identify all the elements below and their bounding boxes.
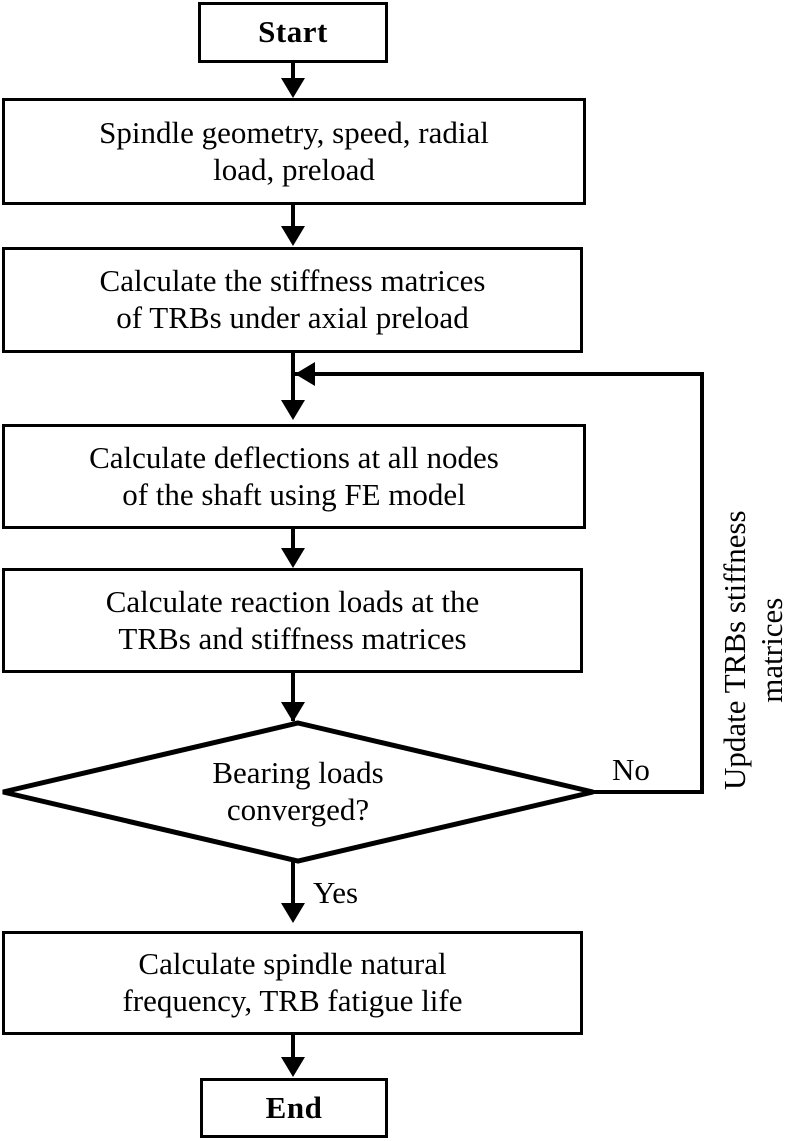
node-end: End [200,1078,388,1138]
node-result-line2: frequency, TRB fatigue life [122,983,463,1018]
connector-result-to-end [291,1035,295,1065]
node-reaction-loads-line1: Calculate reaction loads at the [105,583,480,619]
node-start-label: Start [258,14,328,50]
node-stiffness-matrices-text: Calculate the stiffness matrices of TRBs… [5,263,580,336]
arrowhead-deflections-to-reaction [281,548,305,568]
connector-no-branch-vertical [700,372,704,792]
node-inputs-line2: load, preload [213,151,375,187]
connector-yes-branch [291,860,295,912]
node-decision-line1: Bearing loads [212,755,384,791]
node-stiffness-matrices: Calculate the stiffness matrices of TRBs… [2,247,583,353]
node-stiffness-matrices-line1: Calculate the stiffness matrices [99,263,486,299]
node-decision-label: Bearing loads converged? [0,720,596,864]
arrowhead-start-to-inputs [281,78,305,98]
node-inputs-line1: Spindle geometry, speed, radial [99,114,489,150]
node-result-text: Calculate spindle natural frequency, TRB… [5,946,580,1019]
node-deflections-line1: Calculate deflections at all nodes [89,439,499,475]
arrowhead-yes-to-result [281,903,305,923]
arrowhead-inputs-to-stiffness [281,226,305,246]
node-start: Start [198,2,388,63]
node-end-label: End [265,1089,323,1125]
node-reaction-loads: Calculate reaction loads at the TRBs and… [2,568,583,673]
edge-label-update-line2: matrices [754,597,790,703]
connector-stiffness-to-deflections [291,353,295,410]
decision-diamond-shape [2,720,594,864]
arrowhead-reaction-to-decision [281,702,305,722]
node-deflections: Calculate deflections at all nodes of th… [2,424,586,529]
node-inputs-text: Spindle geometry, speed, radial load, pr… [5,115,583,188]
node-decision-bearing-loads: Bearing loads converged? [0,720,596,864]
node-deflections-line2: of the shaft using FE model [122,476,466,512]
node-inputs: Spindle geometry, speed, radial load, pr… [2,98,586,205]
node-result-line1: Calculate spindle natural [138,946,447,982]
node-decision-line2: converged? [226,792,370,827]
node-reaction-loads-line2: TRBs and stiffness matrices [118,620,467,656]
edge-label-update-line1: Update TRBs stiffness [717,510,752,790]
connector-reaction-to-decision [291,673,295,721]
connector-deflections-to-reaction [291,529,295,554]
node-reaction-loads-text: Calculate reaction loads at the TRBs and… [5,584,580,657]
edge-label-no: No [612,752,650,787]
node-deflections-text: Calculate deflections at all nodes of th… [5,440,583,513]
connector-feedback-horizontal [293,372,704,376]
arrowhead-stiffness-to-deflections [281,400,305,420]
node-stiffness-matrices-line2: of TRBs under axial preload [116,300,469,335]
connector-start-to-inputs [291,63,295,83]
arrowhead-result-to-end [281,1057,305,1077]
arrowhead-feedback-into-trunk [295,362,315,386]
edge-label-update-trbs-stiffness-matrices: Update TRBs stiffness matrices [716,510,790,790]
connector-inputs-to-stiffness [291,205,295,232]
node-result: Calculate spindle natural frequency, TRB… [2,931,583,1035]
edge-label-yes: Yes [313,875,359,910]
connector-no-branch-horizontal [592,790,704,794]
